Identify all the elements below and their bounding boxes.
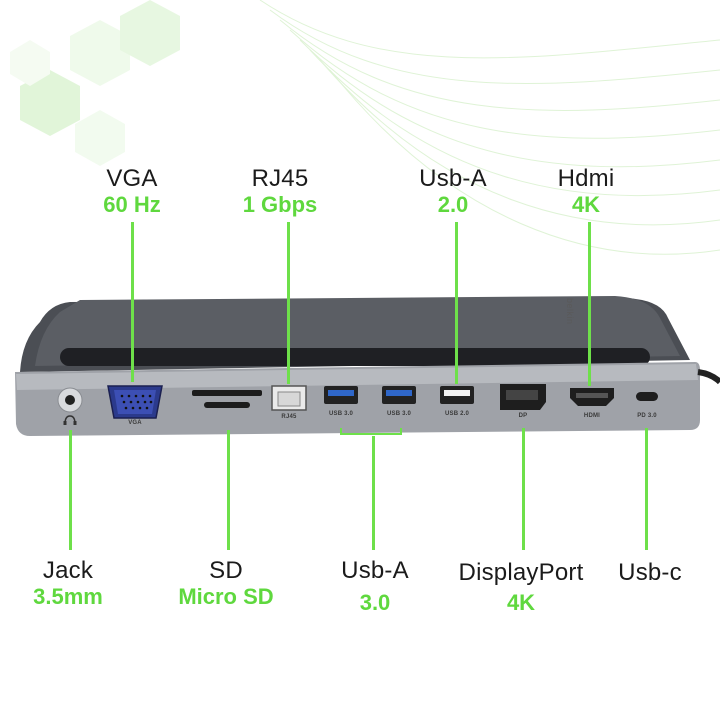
port-label-usb3-left: USB 3.0 — [328, 411, 354, 417]
port-label-usb2: USB 2.0 — [444, 411, 470, 417]
callout-vga-name: VGA — [106, 165, 158, 192]
brand-logo: belkin — [565, 298, 575, 325]
callout-usb-a-2: Usb-A 2.0 — [373, 166, 533, 218]
usb-c-port — [636, 392, 658, 401]
leader-line-sd — [227, 430, 230, 550]
callout-hdmi-name: Hdmi — [557, 165, 615, 192]
leader-line-vga — [131, 222, 134, 382]
leader-line-usb3 — [372, 436, 375, 550]
callout-usb-a-3-spec: 3.0 — [359, 590, 391, 615]
leader-line-usb-c — [645, 428, 648, 550]
port-label-dp: DP — [518, 413, 528, 419]
callout-usb-a-3-name: Usb-A — [341, 557, 409, 584]
callout-rj45-spec: 1 Gbps — [242, 192, 318, 217]
leader-line-rj45 — [287, 222, 290, 384]
port-label-pd: PD 3.0 — [637, 413, 657, 419]
usb3-port-right — [382, 386, 416, 404]
port-label-usb3-right: USB 3.0 — [386, 411, 412, 417]
callout-sd-spec: Micro SD — [178, 584, 274, 609]
usb2-port — [440, 386, 474, 404]
callout-hdmi-spec: 4K — [571, 192, 601, 217]
callout-usb-a-2-name: Usb-A — [419, 165, 487, 192]
ethernet-port — [271, 385, 307, 411]
leader-line-jack — [69, 430, 72, 550]
callout-hdmi: Hdmi 4K — [506, 166, 666, 218]
callout-displayport: DisplayPort 4K — [441, 560, 601, 616]
wave-lines — [259, 0, 720, 255]
callout-jack-name: Jack — [42, 557, 94, 584]
callout-vga-spec: 60 Hz — [103, 192, 161, 217]
callout-rj45: RJ45 1 Gbps — [200, 166, 360, 218]
callout-sd-name: SD — [209, 557, 243, 584]
headphone-icon — [63, 415, 77, 425]
usb3-port-left — [324, 386, 358, 404]
hdmi-port — [570, 388, 614, 406]
leader-line-displayport — [522, 428, 525, 550]
callout-displayport-spec: 4K — [506, 590, 536, 615]
sd-card-slot — [192, 390, 262, 396]
leader-line-hdmi — [588, 222, 591, 386]
callout-jack-spec: 3.5mm — [33, 584, 103, 609]
callout-rj45-name: RJ45 — [251, 165, 309, 192]
callout-usb-c-name: Usb-c — [618, 559, 682, 586]
vga-port — [107, 385, 163, 419]
callout-usb-a-2-spec: 2.0 — [437, 192, 469, 217]
callout-usb-a-3: Usb-A 3.0 — [295, 558, 455, 616]
port-label-rj45: RJ45 — [281, 414, 297, 420]
displayport-port — [500, 384, 546, 410]
callout-vga: VGA 60 Hz — [52, 166, 212, 218]
port-label-vga: VGA — [128, 420, 142, 426]
leader-line-usb2 — [455, 222, 458, 384]
callout-usb-c: Usb-c — [570, 560, 720, 586]
usb3-bracket — [340, 428, 402, 435]
port-label-hdmi: HDMI — [583, 413, 601, 419]
callout-jack: Jack 3.5mm — [0, 558, 148, 610]
micro-sd-slot — [204, 402, 250, 408]
hexagon-pattern — [10, 0, 180, 166]
callout-displayport-name: DisplayPort — [458, 559, 584, 586]
callout-sd: SD Micro SD — [146, 558, 306, 610]
audio-jack-port — [57, 387, 83, 413]
